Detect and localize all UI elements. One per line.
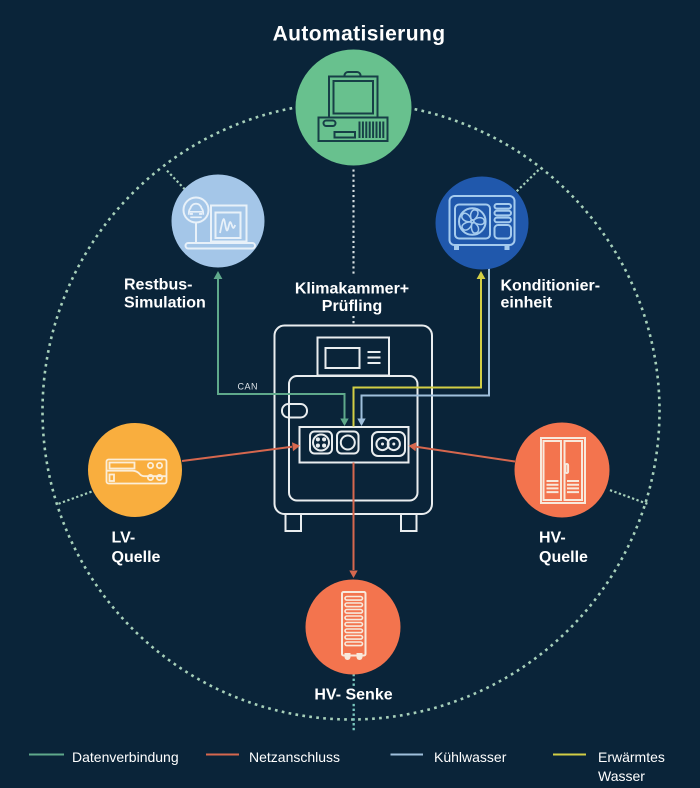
svg-text:Netzanschluss: Netzanschluss — [249, 749, 340, 765]
svg-text:Wasser: Wasser — [598, 768, 645, 784]
svg-text:Erwärmtes: Erwärmtes — [598, 749, 665, 765]
svg-text:Restbus-: Restbus- — [124, 277, 192, 294]
svg-text:Quelle: Quelle — [112, 549, 161, 566]
svg-text:Automatisierung: Automatisierung — [273, 23, 446, 46]
svg-text:Kühlwasser: Kühlwasser — [434, 749, 507, 765]
svg-text:Simulation: Simulation — [124, 294, 206, 311]
svg-text:einheit: einheit — [501, 295, 553, 312]
svg-text:CAN: CAN — [238, 382, 259, 392]
svg-text:Klimakammer+: Klimakammer+ — [295, 281, 409, 298]
svg-text:Datenverbindung: Datenverbindung — [72, 749, 179, 765]
svg-text:Prüfling: Prüfling — [322, 298, 382, 315]
svg-text:LV-: LV- — [112, 530, 136, 547]
svg-text:HV- Senke: HV- Senke — [314, 687, 392, 704]
svg-text:HV-: HV- — [539, 530, 566, 547]
svg-text:Quelle: Quelle — [539, 549, 588, 566]
svg-text:Konditionier-: Konditionier- — [501, 278, 601, 295]
